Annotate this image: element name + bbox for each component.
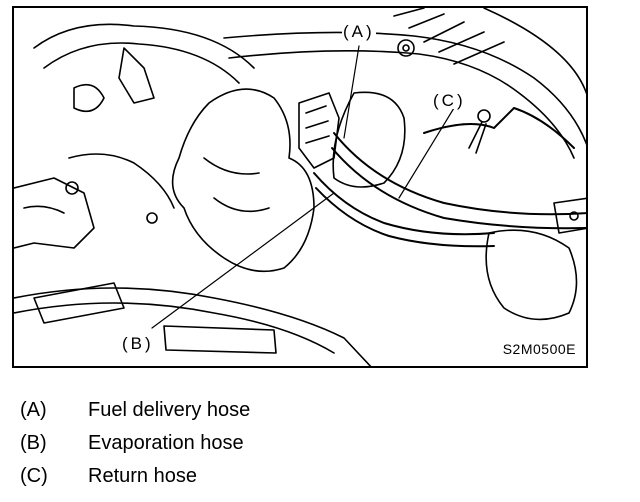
callout-b-label: (B) — [121, 334, 155, 353]
right-clamp — [553, 197, 586, 234]
legend-item: (C) Return hose — [20, 460, 250, 493]
callout-a-label: (A) — [342, 22, 376, 41]
legend-key: (C) — [20, 465, 48, 487]
right-component — [332, 91, 406, 188]
lower-left-flange — [33, 282, 125, 324]
leader-a — [343, 45, 360, 139]
engine-block-shadow — [203, 157, 270, 213]
bulb-reservoir — [485, 229, 578, 321]
legend-key: (A) — [20, 399, 47, 421]
bolt-c — [477, 109, 491, 123]
legend-label: Return hose — [88, 465, 197, 487]
legend-label: Evaporation hose — [88, 432, 244, 454]
right-edge-curve — [483, 8, 586, 95]
left-arm — [68, 153, 175, 209]
left-hose-arc-inner — [43, 42, 240, 84]
legend-list: (A) Fuel delivery hose (B) Evaporation h… — [20, 394, 250, 493]
upper-right-pipe-inner — [228, 50, 575, 159]
legend-item: (B) Evaporation hose — [20, 427, 250, 460]
bolt-left — [65, 181, 79, 195]
engine-block — [171, 88, 315, 273]
left-bracket — [14, 177, 95, 249]
left-connector — [118, 47, 155, 104]
legend-item: (A) Fuel delivery hose — [20, 394, 250, 427]
lower-pipe — [14, 287, 372, 366]
left-hose-arc — [33, 23, 255, 69]
legend-label: Fuel delivery hose — [88, 399, 251, 421]
leader-c — [398, 107, 455, 199]
engine-line-drawing — [14, 8, 586, 366]
hose-return — [423, 107, 575, 149]
legend-key: (B) — [20, 432, 47, 454]
upper-right-pipe — [223, 31, 586, 146]
figure-code: S2M0500E — [502, 341, 576, 357]
bolt-left-lower — [146, 212, 158, 224]
hose-fuel-delivery — [333, 132, 586, 216]
top-ribbing — [393, 8, 505, 65]
engine-illustration: (A) (B) (C) S2M0500E — [12, 6, 588, 368]
callout-c-label: (C) — [432, 91, 467, 110]
leader-b — [151, 192, 335, 329]
bolt-top-right — [397, 39, 415, 57]
